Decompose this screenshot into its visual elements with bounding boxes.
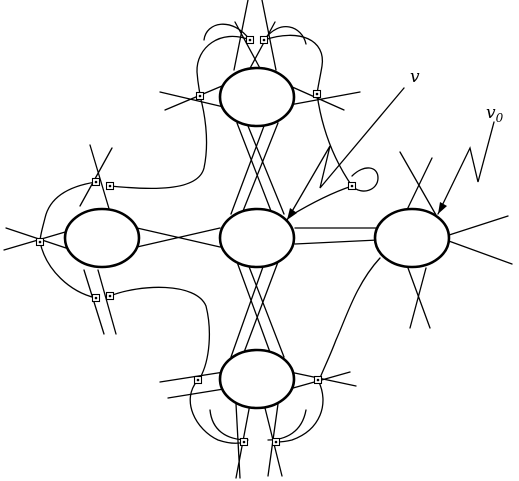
vertex-center-v [218, 207, 296, 269]
vertex-top [218, 66, 296, 128]
vertex-bottom [218, 348, 296, 410]
vertex-right-v0 [373, 207, 451, 269]
marker [105, 291, 115, 301]
label-v: v [410, 67, 420, 87]
marker [245, 35, 255, 45]
edges-center-left [136, 227, 221, 248]
vertex-left [63, 207, 141, 269]
marker [35, 237, 45, 247]
spokes-center-bottom [230, 261, 285, 358]
marker [91, 177, 101, 187]
marker [91, 293, 101, 303]
spokes-center-top [230, 122, 285, 215]
marker [105, 181, 115, 191]
marker [195, 91, 205, 101]
arrowhead-v0 [438, 202, 447, 214]
marker [259, 35, 269, 45]
label-pointers [286, 87, 495, 221]
marker [193, 375, 203, 385]
right-vertex-crossings [319, 151, 513, 379]
marker [313, 375, 323, 385]
marker [312, 89, 322, 99]
label-v0: v0 [486, 103, 504, 125]
marker [347, 181, 357, 191]
arrowhead-v [287, 208, 297, 220]
top-vertex-crossings [159, 0, 361, 111]
bottom-vertex-crossings [159, 371, 357, 479]
marker [239, 437, 249, 447]
edges-center-right [294, 227, 379, 245]
arrow-heads [287, 202, 447, 220]
marker [271, 437, 281, 447]
center-extra-loop [289, 93, 379, 217]
